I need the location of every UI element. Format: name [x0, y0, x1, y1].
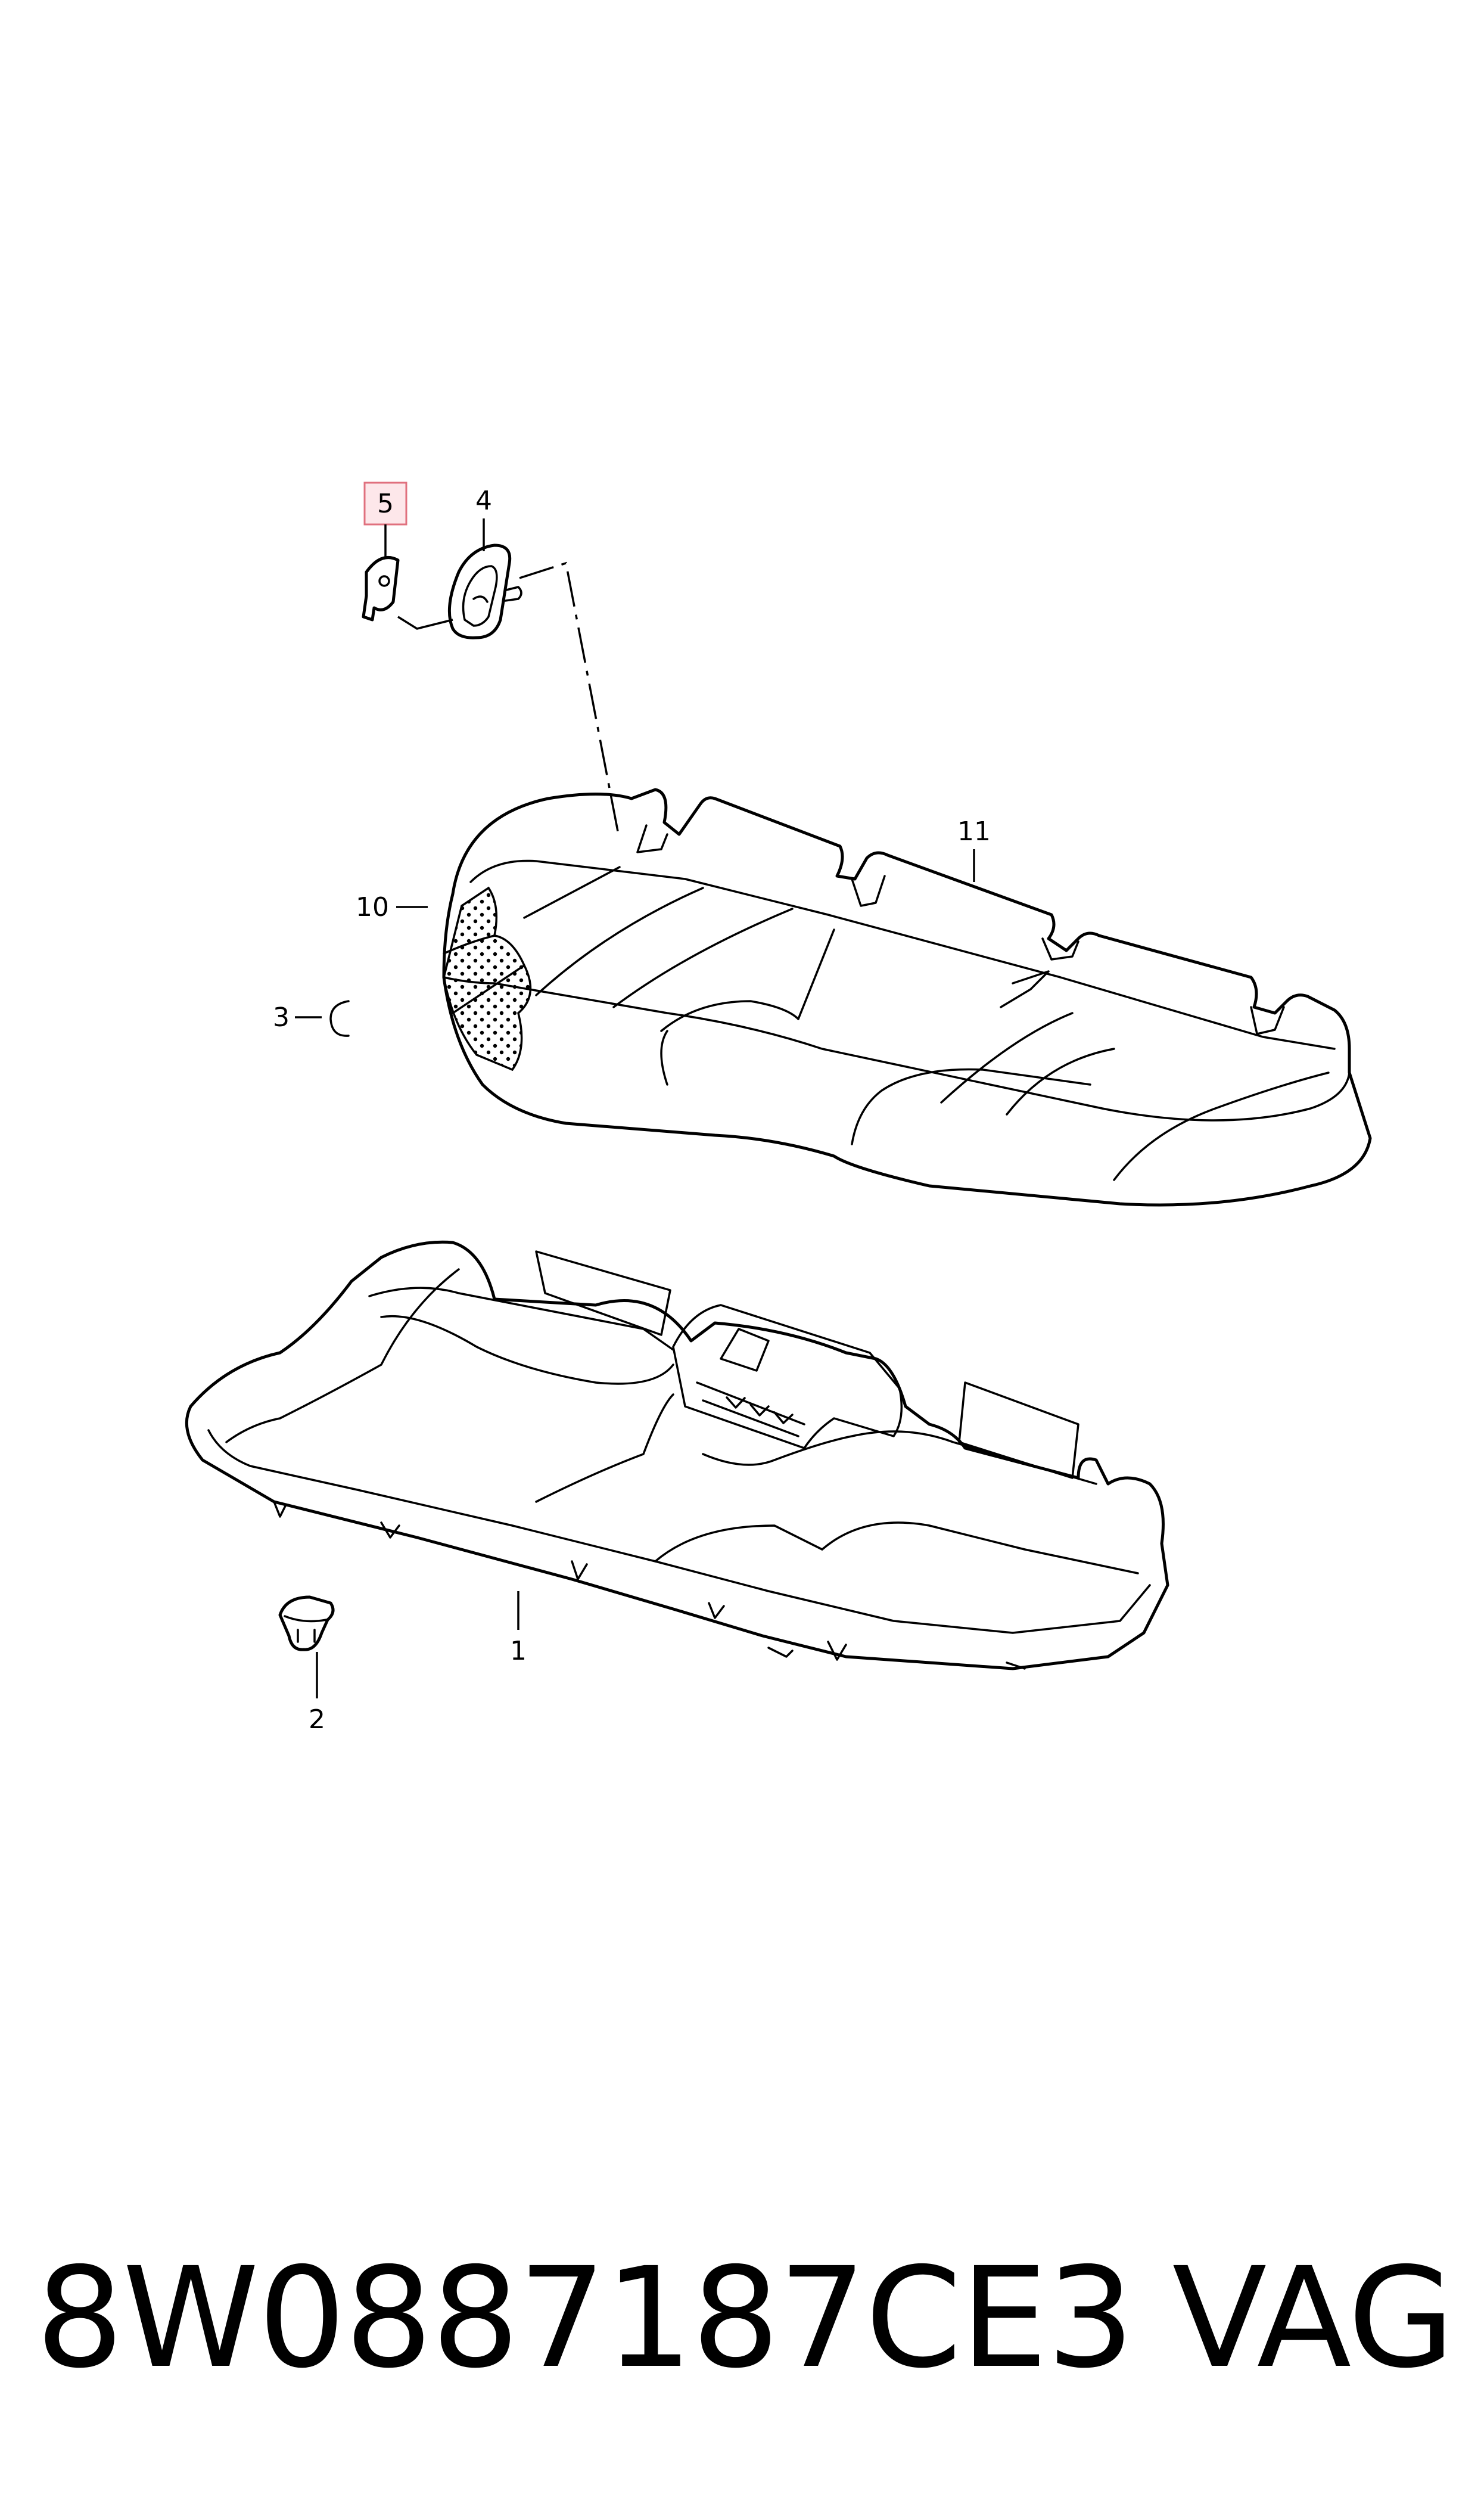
part-1-seat-frame: [185, 1240, 1169, 1670]
part-4-latch: [447, 543, 522, 639]
part-11-seat-cover: [442, 788, 1372, 1207]
callout-2[interactable]: 2: [309, 1652, 325, 1735]
svg-text:3: 3: [273, 1002, 290, 1033]
svg-text:5: 5: [377, 489, 394, 519]
svg-text:10: 10: [356, 892, 389, 923]
svg-text:4: 4: [475, 486, 492, 516]
part-10-padding: [443, 886, 532, 1071]
part-2-clip: [278, 1595, 335, 1651]
part-5-cap: [362, 556, 400, 622]
callout-11[interactable]: 11: [957, 816, 991, 882]
callout-10[interactable]: 10: [356, 892, 428, 923]
svg-text:1: 1: [510, 1636, 527, 1666]
callout-5[interactable]: 5: [363, 482, 407, 557]
footer: 8W0887187CE3 VAG: [36, 2238, 1455, 2399]
part-number: 8W0887187CE3: [36, 2238, 1134, 2399]
leader-5-to-4: [397, 616, 453, 630]
callout-3[interactable]: 3: [273, 1000, 350, 1037]
svg-text:11: 11: [957, 816, 991, 847]
callout-4[interactable]: 4: [475, 486, 492, 551]
assembly-line: [519, 561, 620, 835]
callout-1[interactable]: 1: [510, 1591, 527, 1666]
svg-text:2: 2: [309, 1704, 325, 1735]
brand-label: VAG: [1172, 2238, 1455, 2399]
part-3-clip: [329, 1000, 350, 1037]
